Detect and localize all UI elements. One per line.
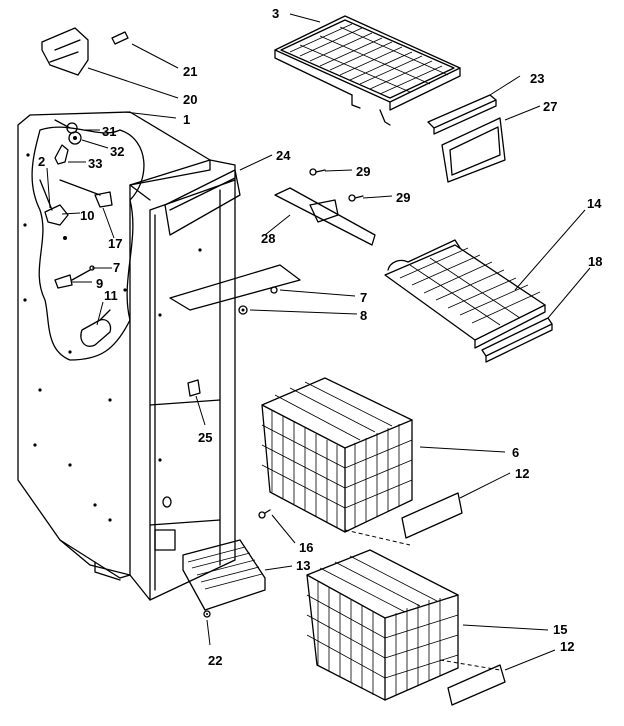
callout-28: 28 <box>261 231 275 246</box>
callout-12-lower: 12 <box>560 639 574 654</box>
air-deflector <box>164 169 241 236</box>
handle-bracket <box>41 27 129 76</box>
callout-labels: 3 21 20 1 31 32 2 33 10 17 7 9 11 23 27 … <box>38 6 602 668</box>
callout-14: 14 <box>587 196 602 211</box>
callout-10: 10 <box>80 208 94 223</box>
callout-9: 9 <box>96 276 103 291</box>
control-components <box>39 119 113 354</box>
upper-basket <box>261 377 413 546</box>
callout-2: 2 <box>38 154 45 169</box>
screw-22 <box>203 610 211 618</box>
callout-7-upper: 7 <box>113 260 120 275</box>
leader-lines <box>46 13 591 671</box>
callout-22: 22 <box>208 653 222 668</box>
toe-grille <box>182 509 271 611</box>
callout-1: 1 <box>183 112 190 127</box>
fasteners-7-8 <box>238 286 278 315</box>
callout-33: 33 <box>88 156 102 171</box>
callout-17: 17 <box>108 236 122 251</box>
callout-21: 21 <box>183 64 197 79</box>
callout-25: 25 <box>198 430 212 445</box>
lower-basket <box>306 549 501 701</box>
callout-16: 16 <box>299 540 313 555</box>
wire-shelf <box>274 15 461 126</box>
callout-31: 31 <box>102 124 116 139</box>
callout-11: 11 <box>104 288 118 303</box>
basket-trim-upper <box>401 492 463 539</box>
callout-32: 32 <box>110 144 124 159</box>
callout-8: 8 <box>360 308 367 323</box>
callout-6: 6 <box>512 445 519 460</box>
callout-29-upper: 29 <box>356 164 370 179</box>
callout-24: 24 <box>276 148 291 163</box>
callout-23: 23 <box>530 71 544 86</box>
callout-7-lower: 7 <box>360 290 367 305</box>
callout-20: 20 <box>183 92 197 107</box>
part-25 <box>187 379 201 397</box>
callout-12-upper: 12 <box>515 466 529 481</box>
callout-27: 27 <box>543 99 557 114</box>
callout-3: 3 <box>272 6 279 21</box>
slide-out-shelf <box>384 239 553 363</box>
callout-15: 15 <box>553 622 567 637</box>
callout-29-lower: 29 <box>396 190 410 205</box>
callout-13: 13 <box>296 558 310 573</box>
shelf-trim <box>427 94 506 183</box>
freezer-liner <box>17 111 301 601</box>
callout-18: 18 <box>588 254 602 269</box>
shelf-bracket <box>274 168 376 246</box>
basket-trim-lower <box>447 664 506 706</box>
